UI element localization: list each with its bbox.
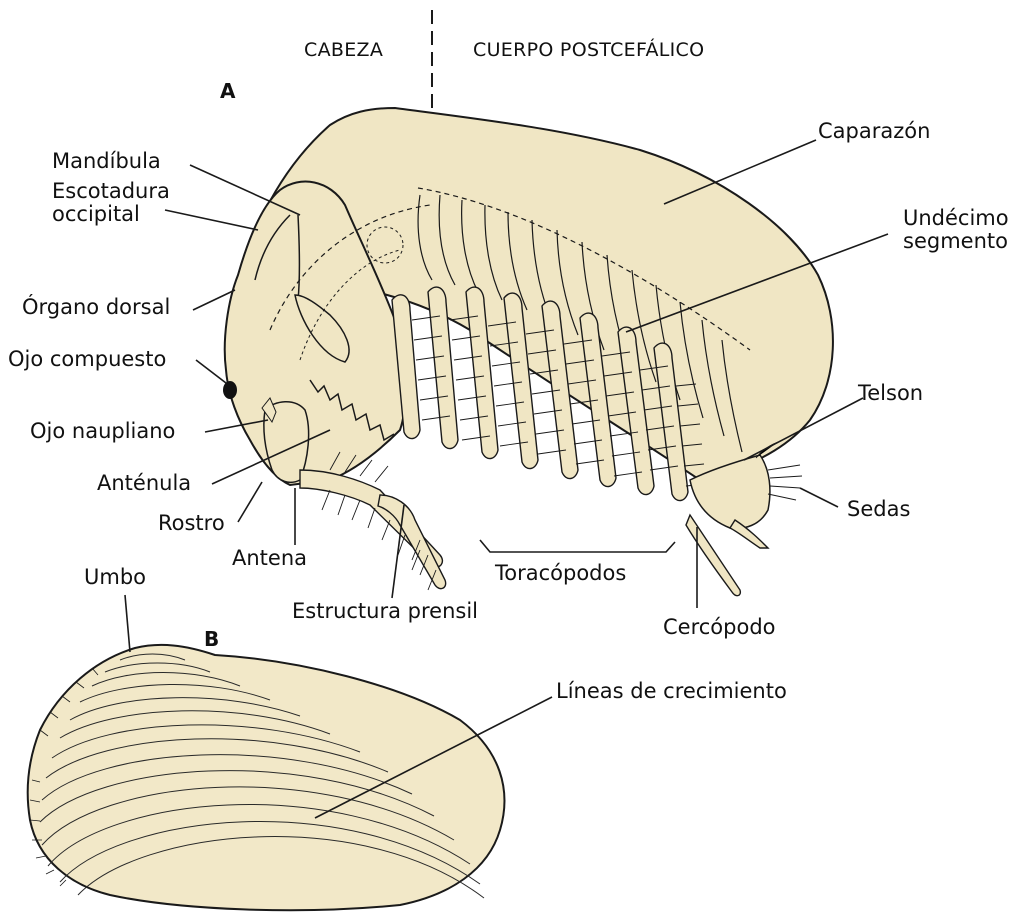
label-organo-dorsal: Órgano dorsal [22, 296, 170, 319]
label-escotadura-line1: Escotadura [52, 180, 170, 203]
antenna-branches [300, 470, 446, 589]
head-region-label: CABEZA [304, 40, 383, 61]
label-undecimo-line1: Undécimo [903, 207, 1009, 230]
label-cercopodo: Cercópodo [663, 616, 776, 639]
label-lineas-crecimiento: Líneas de crecimiento [556, 680, 787, 703]
label-toracopodos: Toracópodos [495, 562, 626, 585]
panel-b-letter: B [204, 628, 219, 650]
label-ojo-naupliano: Ojo naupliano [30, 420, 175, 443]
compound-eye [223, 381, 237, 399]
label-rostro: Rostro [158, 512, 225, 535]
panel-a-letter: A [220, 80, 235, 102]
label-sedas: Sedas [847, 498, 910, 521]
label-undecimo: Undécimo segmento [903, 207, 1009, 253]
postcephalic-region-label: CUERPO POSTCEFÁLICO [473, 40, 704, 61]
label-antenula: Anténula [97, 472, 191, 495]
label-mandibula: Mandíbula [52, 150, 161, 173]
label-escotadura-line2: occipital [52, 203, 170, 226]
label-caparazon: Caparazón [818, 120, 930, 143]
label-estructura-prensil: Estructura prensil [292, 600, 478, 623]
label-umbo: Umbo [84, 566, 146, 589]
label-escotadura: Escotadura occipital [52, 180, 170, 226]
label-ojo-compuesto: Ojo compuesto [8, 348, 166, 371]
label-antena: Antena [232, 547, 307, 570]
label-telson: Telson [858, 382, 923, 405]
label-undecimo-line2: segmento [903, 230, 1009, 253]
shell-valve [28, 645, 505, 910]
